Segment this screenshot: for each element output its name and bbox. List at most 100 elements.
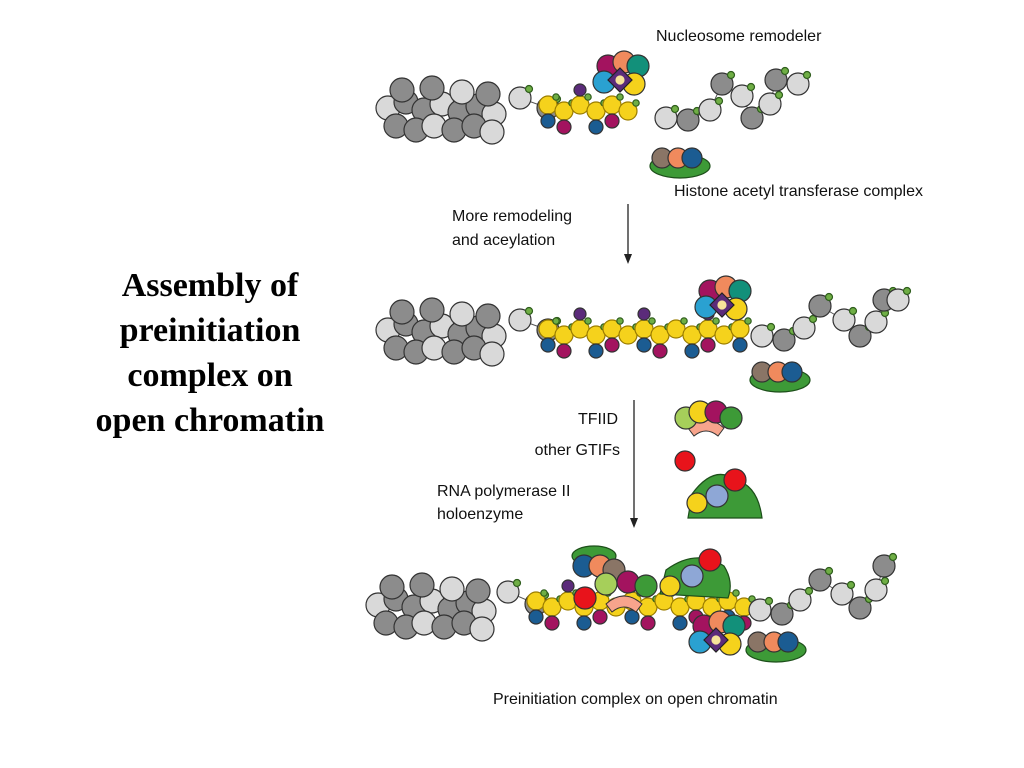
label-polii-line1: RNA polymerase II — [437, 483, 571, 500]
chromatin-fiber-initial — [375, 50, 812, 179]
title-line-1: Assembly of — [121, 267, 299, 304]
histone-bead — [379, 574, 405, 600]
label-hat-complex: Histone acetyl transferase complex — [674, 183, 923, 200]
acetyl-mark — [726, 70, 736, 80]
tail-blue — [540, 337, 556, 353]
acetyl-mark — [764, 596, 774, 606]
acetyl-mark — [648, 317, 656, 325]
histone-bead — [479, 341, 505, 367]
histone-bead — [848, 596, 872, 620]
tail-magenta — [556, 343, 572, 359]
pic-polii-subunit — [680, 564, 704, 588]
histone-bead — [748, 598, 772, 622]
histone-bead — [730, 84, 754, 108]
tail-blue — [636, 337, 652, 353]
polii-subunit — [723, 468, 747, 492]
acetyl-mark — [746, 82, 756, 92]
histone-bead — [698, 98, 722, 122]
acetyl-mark — [524, 306, 534, 316]
tail-blue — [732, 337, 748, 353]
chromatin-fiber-preinitiation — [365, 545, 898, 663]
acetyl-mark — [780, 66, 790, 76]
remodeler-core — [615, 75, 625, 85]
histone-bead — [508, 86, 532, 110]
histone-bead — [469, 616, 495, 642]
histone-bead — [710, 72, 734, 96]
tfiid-subunit — [719, 406, 743, 430]
acetyl-mark — [714, 96, 724, 106]
acetyl-mark — [616, 93, 624, 101]
step-arrows — [624, 204, 638, 528]
tail-blue — [624, 609, 640, 625]
histone-bead — [772, 328, 796, 352]
histone-bead — [479, 119, 505, 145]
histone-bead — [808, 294, 832, 318]
title-line-4: open chromatin — [95, 402, 325, 439]
acetyl-mark — [712, 317, 720, 325]
histone-bead — [864, 310, 888, 334]
hat-subunit — [681, 147, 703, 169]
acetyl-mark — [824, 292, 834, 302]
acetyl-mark — [512, 578, 522, 588]
tail-magenta — [592, 609, 608, 625]
acetyl-mark — [552, 93, 560, 101]
label-bottom-caption: Preinitiation complex on open chromatin — [493, 691, 778, 708]
histone-bead — [864, 578, 888, 602]
histone-bead — [770, 602, 794, 626]
acetyl-mark — [744, 317, 752, 325]
pic-polii-subunit — [698, 548, 722, 572]
acetyl-mark — [824, 566, 834, 576]
title-line-3: complex on — [127, 357, 293, 394]
histone-bead — [508, 308, 532, 332]
tail-blue — [588, 119, 604, 135]
hat-subunit — [781, 361, 803, 383]
acetyl-mark — [888, 552, 898, 562]
acetyl-mark — [524, 84, 534, 94]
histone-bead — [832, 308, 856, 332]
acetyl-mark — [540, 589, 548, 597]
histone-bead — [419, 75, 445, 101]
label-nucleosome-remodeler: Nucleosome remodeler — [656, 28, 822, 45]
acetyl-mark — [732, 589, 740, 597]
tail-purple — [561, 579, 575, 593]
hat-subunit — [777, 631, 799, 653]
acetyl-mark — [680, 317, 688, 325]
tail-purple — [637, 307, 651, 321]
histone-bead — [872, 554, 896, 578]
acetyl-mark — [848, 306, 858, 316]
acetyl-mark — [632, 99, 640, 107]
acetyl-mark — [804, 586, 814, 596]
acetyl-mark — [802, 70, 812, 80]
acetyl-mark — [670, 104, 680, 114]
remodeler-core — [717, 300, 727, 310]
tail-blue — [528, 609, 544, 625]
histone-bead — [449, 79, 475, 105]
polii-subunit — [705, 484, 729, 508]
acetyl-mark — [616, 317, 624, 325]
histone-bead — [758, 92, 782, 116]
label-tfiid: TFIID — [578, 411, 618, 428]
polii-subunit — [686, 492, 708, 514]
tail-magenta — [604, 337, 620, 353]
acetyl-mark — [584, 93, 592, 101]
acetyl-mark — [880, 576, 890, 586]
tail-blue — [684, 343, 700, 359]
histone-bead — [764, 68, 788, 92]
pic-gtif — [573, 586, 597, 610]
tail-blue — [672, 615, 688, 631]
tail-blue — [540, 113, 556, 129]
tail-magenta — [556, 119, 572, 135]
arrow-step1-head — [624, 254, 632, 264]
tail-magenta — [604, 113, 620, 129]
label-step1-line2: and aceylation — [452, 232, 556, 249]
acetyl-mark — [902, 286, 912, 296]
histone-bead — [475, 303, 501, 329]
free-factors — [674, 400, 763, 519]
tail-magenta — [652, 343, 668, 359]
histone-bead — [786, 72, 810, 96]
label-step1-line1: More remodeling — [452, 208, 573, 225]
title-line-2: preinitiation — [119, 312, 301, 349]
histone-bead — [740, 106, 764, 130]
acetyl-mark — [774, 90, 784, 100]
